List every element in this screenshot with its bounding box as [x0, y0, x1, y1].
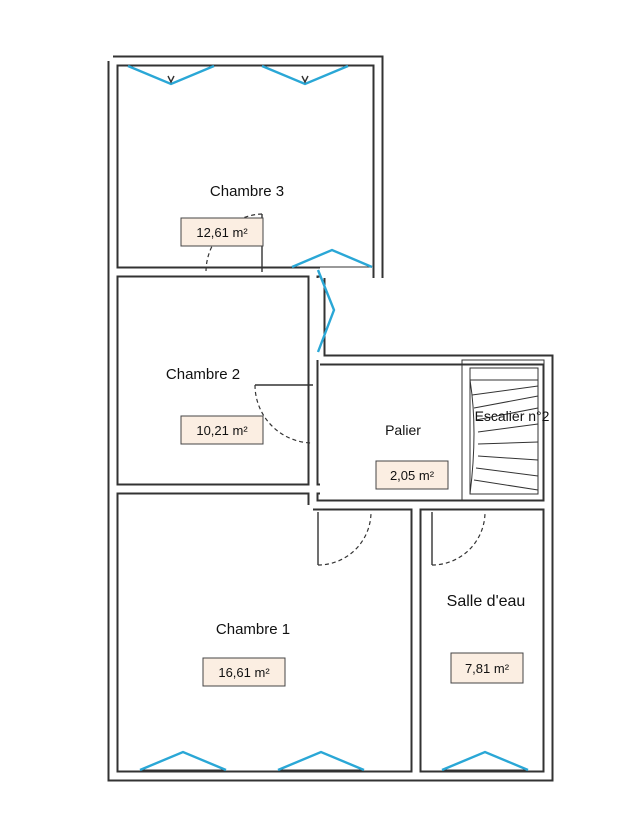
room-area: 10,21 m² [196, 423, 248, 438]
window-icon [291, 248, 373, 269]
room-name: Palier [385, 422, 421, 438]
area-badge [180, 415, 264, 445]
window-icon [261, 64, 349, 86]
door-icon [317, 511, 372, 566]
room-area: 16,61 m² [218, 665, 270, 680]
area-badge [180, 217, 264, 247]
door-icon [254, 384, 314, 444]
window-icon [277, 750, 365, 772]
window-icon [139, 750, 227, 772]
room-salle-deau: Salle d'eau 7,81 m² [447, 593, 526, 684]
room-area: 2,05 m² [390, 468, 435, 483]
room-name: Chambre 3 [210, 183, 284, 200]
room-chambre-1: Chambre 1 16,61 m² [202, 621, 290, 687]
room-name: Salle d'eau [447, 593, 526, 610]
room-chambre-2: Chambre 2 10,21 m² [166, 366, 264, 445]
room-area: 12,61 m² [196, 225, 248, 240]
room-area: 7,81 m² [465, 661, 510, 676]
window-icon [127, 64, 215, 86]
window-icon [441, 750, 529, 772]
room-name: Chambre 1 [216, 621, 290, 638]
room-name: Chambre 2 [166, 366, 240, 383]
room-palier: Palier 2,05 m² [375, 422, 449, 490]
area-badge [375, 460, 449, 490]
room-chambre-3: Chambre 3 12,61 m² [180, 183, 284, 247]
windows [127, 64, 529, 772]
area-badge [450, 652, 524, 684]
stair-label: Escalier n°2 [475, 408, 550, 424]
staircase [461, 359, 545, 501]
door-icon [431, 511, 486, 566]
area-badge [202, 657, 286, 687]
window-icon [316, 269, 336, 353]
